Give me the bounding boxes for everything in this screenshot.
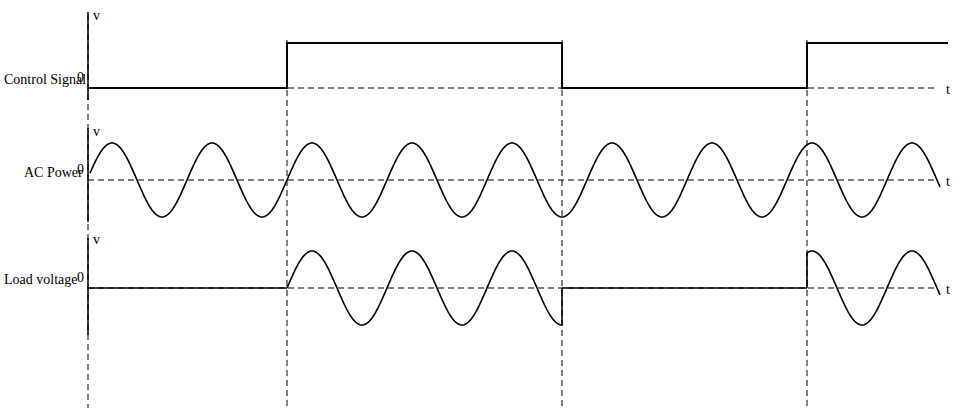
load-zero (88, 287, 287, 289)
signal-name: AC Power (24, 165, 83, 180)
load-zero (562, 287, 807, 289)
label-holder: Control Signal (4, 70, 86, 88)
load-sine (807, 251, 940, 325)
axis-label: t (946, 82, 950, 97)
axis-label: v (93, 124, 100, 139)
v-axis (87, 12, 89, 100)
axis-label: t (946, 174, 950, 189)
label-holder: t (946, 280, 950, 298)
label-holder: v (93, 6, 100, 24)
label-holder: t (946, 80, 950, 98)
label-holder: Load voltage (4, 270, 77, 288)
control-signal (88, 43, 948, 88)
axis-label: v (93, 232, 100, 247)
axis-label: v (93, 8, 100, 23)
switch-guide (807, 40, 808, 406)
label-holder: v (93, 122, 100, 140)
v-axis (87, 128, 89, 222)
axis-label: t (946, 282, 950, 297)
label-holder: 0 (77, 268, 84, 286)
label-holder: t (946, 172, 950, 190)
signal-name: Load voltage (4, 272, 77, 287)
v-axis (87, 238, 89, 335)
label-holder: AC Power (24, 163, 83, 181)
ac-sine (90, 143, 940, 217)
time-axis (88, 180, 938, 181)
label-holder: v (93, 230, 100, 248)
label-holder: 0 (77, 160, 84, 178)
load-sine (287, 251, 562, 325)
switch-guide (562, 40, 563, 406)
time-axis (88, 288, 938, 289)
signal-name: Control Signal (4, 72, 86, 87)
zero-label: 0 (77, 270, 84, 285)
zero-label: 0 (77, 162, 84, 177)
switch-guide (287, 40, 288, 406)
